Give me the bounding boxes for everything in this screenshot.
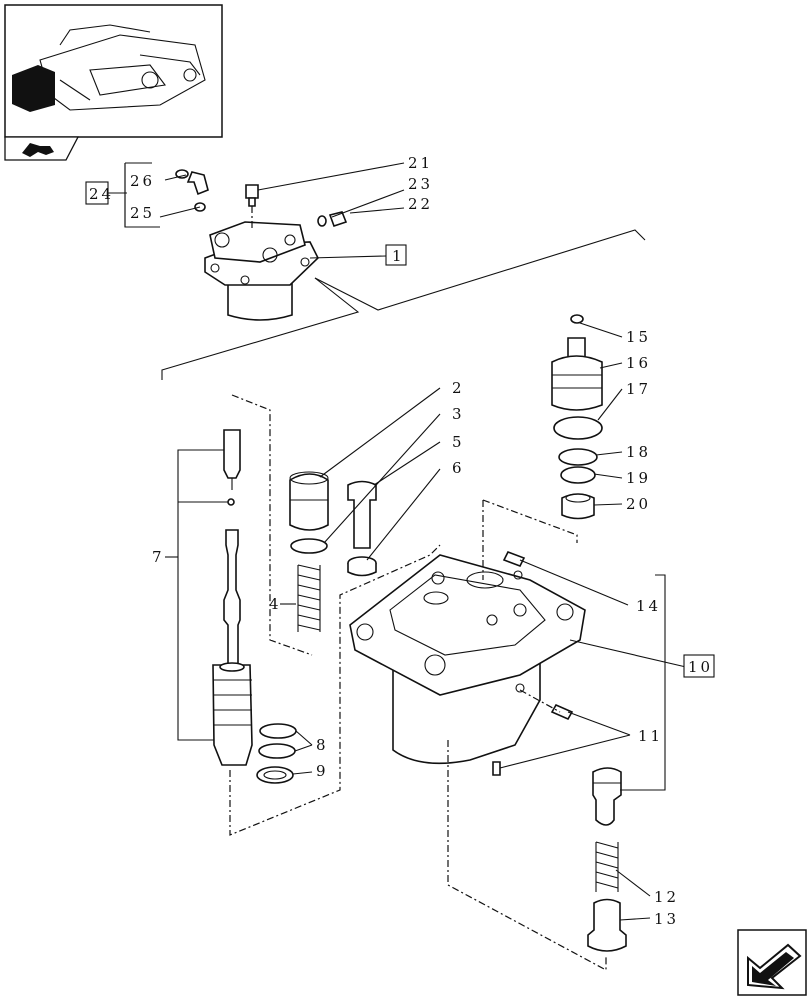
label-10[interactable]: 10 [688, 658, 713, 676]
callout-boxes [85, 163, 715, 678]
label-16[interactable]: 16 [626, 354, 651, 372]
o-rings-8-9 [256, 723, 297, 784]
label-4[interactable]: 4 [269, 595, 282, 613]
spool-assembly [212, 429, 253, 766]
label-21[interactable]: 21 [408, 154, 433, 172]
fitting-parts [175, 169, 348, 228]
label-13[interactable]: 13 [654, 910, 679, 928]
group-divider [161, 229, 646, 380]
section-arrow-icon[interactable] [4, 136, 80, 161]
label-18[interactable]: 18 [626, 443, 651, 461]
label-23[interactable]: 23 [408, 175, 433, 193]
label-19[interactable]: 19 [626, 469, 651, 487]
main-housing [349, 554, 586, 765]
callout-labels: 1 2 3 4 5 6 7 8 9 10 11 12 13 14 15 16 1… [89, 154, 713, 928]
label-24[interactable]: 24 [89, 185, 114, 203]
label-22[interactable]: 22 [408, 195, 433, 213]
label-5[interactable]: 5 [452, 433, 465, 451]
navigate-arrow-icon[interactable] [737, 929, 807, 996]
label-15[interactable]: 15 [626, 328, 651, 346]
plug-washer [347, 480, 377, 577]
valve-spring-plug-12-13 [587, 767, 627, 952]
label-9[interactable]: 9 [316, 762, 329, 780]
piston-stack-15-20 [551, 314, 603, 520]
label-11[interactable]: 11 [638, 727, 663, 745]
label-8[interactable]: 8 [316, 736, 329, 754]
label-14[interactable]: 14 [636, 597, 661, 615]
label-6[interactable]: 6 [452, 459, 465, 477]
piston-spring [289, 471, 329, 632]
label-17[interactable]: 17 [626, 380, 651, 398]
label-25[interactable]: 25 [130, 204, 155, 222]
label-3[interactable]: 3 [452, 405, 465, 423]
pins [492, 550, 574, 776]
label-12[interactable]: 12 [654, 888, 679, 906]
label-2[interactable]: 2 [452, 379, 465, 397]
top-valve-assembly [204, 221, 319, 321]
label-1[interactable]: 1 [392, 247, 405, 265]
label-26[interactable]: 26 [130, 172, 155, 190]
label-7[interactable]: 7 [152, 548, 165, 566]
assembly-thumbnail-icon[interactable] [4, 4, 223, 138]
assembly-paths [229, 394, 607, 972]
label-20[interactable]: 20 [626, 495, 651, 513]
